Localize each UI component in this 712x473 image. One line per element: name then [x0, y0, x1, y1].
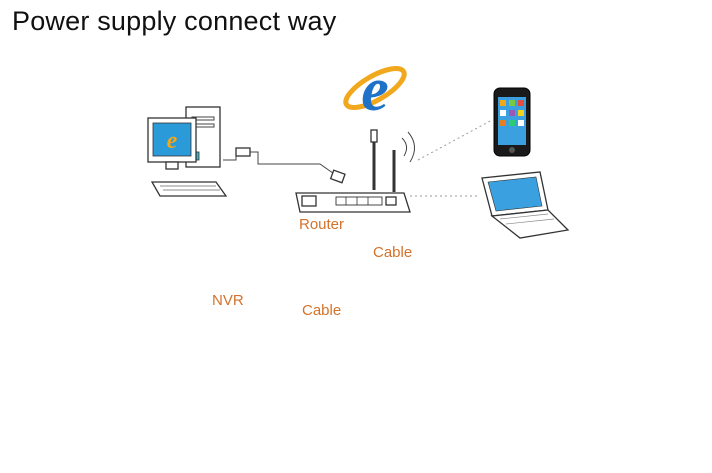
svg-text:e: e	[361, 56, 389, 124]
router-label: Router	[299, 216, 345, 233]
smartphone-icon	[493, 87, 531, 157]
internet-explorer-icon: e	[343, 56, 407, 124]
svg-text:e: e	[167, 128, 178, 154]
pc-router-cable	[250, 151, 341, 179]
wifi-link-phone	[417, 119, 493, 161]
cable-label-router-camera: Cable	[373, 244, 413, 261]
nvr-label: NVR	[212, 292, 244, 309]
desktop-pc-icon: e	[147, 106, 251, 197]
cable-label-router-nvr: Cable	[302, 302, 342, 319]
diagram-title: Power supply connect way	[12, 6, 337, 36]
laptop-icon	[481, 171, 570, 239]
router-icon	[295, 129, 415, 213]
